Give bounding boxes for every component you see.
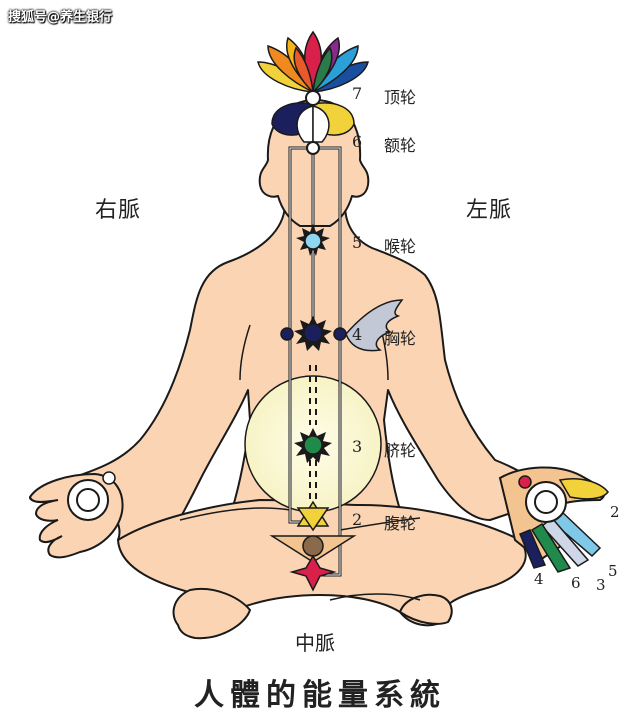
crown-point (305, 90, 321, 106)
finger-number-5: 5 (608, 562, 618, 580)
diagram-title: 人體的能量系統 (194, 678, 446, 713)
left-thumb-point (518, 475, 532, 489)
watermark: 搜狐号@养生银行 (8, 10, 113, 25)
finger-number-6: 6 (571, 574, 581, 592)
finger-number-3: 3 (596, 576, 606, 594)
sacral-chakra (296, 500, 330, 532)
root-chakra (269, 535, 357, 592)
heart-left-node (333, 327, 347, 341)
left-channel-label: 左脈 (466, 198, 513, 223)
finger-number-2: 2 (610, 503, 620, 521)
chakra-7-number: 7 (352, 84, 363, 103)
chakra-6-number: 6 (352, 132, 363, 151)
finger-number-4: 4 (534, 570, 544, 588)
finger-middle-silver (540, 516, 590, 567)
chakra-3-name: 脐轮 (384, 441, 417, 460)
throat-chakra (296, 224, 330, 256)
right-channel-label: 右脈 (95, 198, 142, 223)
chakra-4-name: 胸轮 (384, 329, 417, 348)
brow-petals (271, 102, 355, 143)
chakra-4-number: 4 (352, 325, 363, 344)
right-thumb-point (102, 471, 116, 485)
chakra-2-number: 2 (352, 510, 363, 529)
chakra-2-name: 腹轮 (384, 514, 417, 533)
left-hand (498, 466, 609, 573)
chakra-5-number: 5 (352, 233, 363, 252)
navel-chakra (294, 428, 332, 463)
heart-right-node (280, 327, 294, 341)
brow-point (306, 141, 320, 155)
heart-flame (345, 299, 404, 352)
chakra-7-name: 顶轮 (384, 88, 417, 107)
chakra-5-name: 喉轮 (384, 237, 417, 256)
heart-chakra (280, 316, 347, 351)
crown-lotus (257, 30, 369, 94)
chakra-3-number: 3 (352, 437, 363, 456)
finger-little-navy (519, 529, 547, 569)
central-channel-label: 中脈 (295, 631, 335, 655)
finger-ring-green (530, 522, 572, 573)
right-hand (28, 471, 124, 559)
finger-thumb-yellow (558, 478, 609, 500)
chakra-6-name: 额轮 (384, 136, 417, 155)
